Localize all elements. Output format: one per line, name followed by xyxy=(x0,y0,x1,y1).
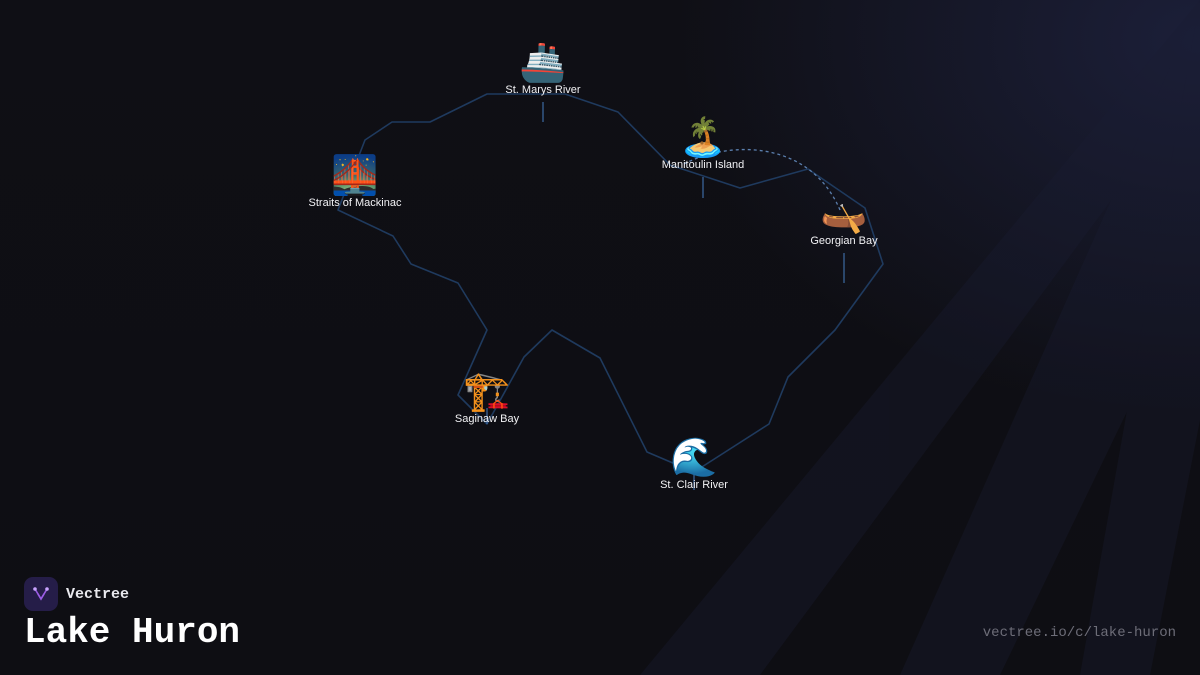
marker-manitoulin-island[interactable]: 🏝️ Manitoulin Island xyxy=(623,115,783,171)
page-url[interactable]: vectree.io/c/lake-huron xyxy=(982,625,1176,641)
marker-label: Straits of Mackinac xyxy=(308,197,402,209)
vectree-logo-icon xyxy=(24,577,58,611)
marker-georgian-bay[interactable]: 🛶 Georgian Bay xyxy=(764,191,924,247)
marker-saginaw-bay[interactable]: 🏗️ Saginaw Bay xyxy=(407,369,567,425)
brand[interactable]: Vectree xyxy=(24,577,129,611)
canoe-icon: 🛶 xyxy=(820,191,868,235)
lake-shoreline xyxy=(337,93,884,473)
bridge-icon: 🌉 xyxy=(331,153,379,197)
page-title: Lake Huron xyxy=(24,612,241,653)
marker-label: St. Clair River xyxy=(660,479,728,491)
marker-label: Manitoulin Island xyxy=(661,159,745,171)
marker-straits-of-mackinac[interactable]: 🌉 Straits of Mackinac xyxy=(275,153,435,209)
marker-label: Saginaw Bay xyxy=(454,413,520,425)
brand-name: Vectree xyxy=(66,585,130,603)
marker-label: Georgian Bay xyxy=(810,235,878,247)
island-icon: 🏝️ xyxy=(679,115,727,159)
route-line xyxy=(683,149,841,211)
ship-icon: 🚢 xyxy=(519,40,567,84)
marker-st-marys-river[interactable]: 🚢 St. Marys River xyxy=(463,40,623,96)
marker-label: St. Marys River xyxy=(505,84,581,96)
marker-st-clair-river[interactable]: 🌊 St. Clair River xyxy=(614,435,774,491)
crane-icon: 🏗️ xyxy=(463,369,511,413)
wave-icon: 🌊 xyxy=(670,435,718,479)
